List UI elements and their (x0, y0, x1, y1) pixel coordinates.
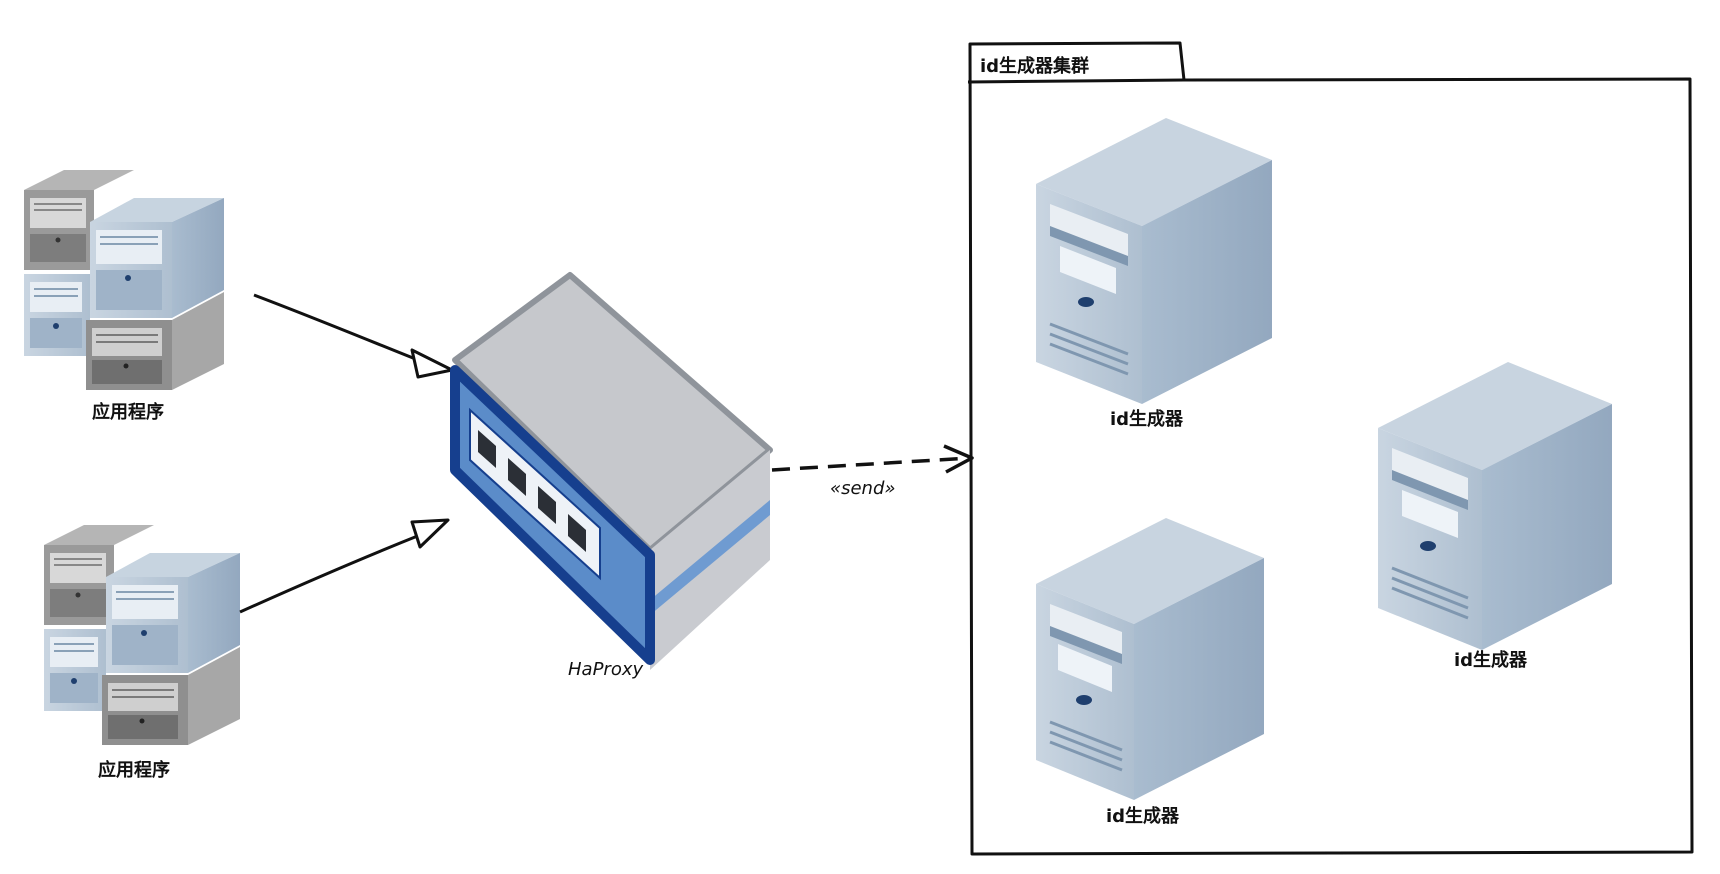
server-icon (90, 198, 224, 318)
app-label-1: 应用程序 (92, 401, 164, 423)
ethernet-port-icon (568, 514, 586, 552)
server-icon (44, 525, 154, 625)
app-server-stack-2[interactable] (44, 525, 240, 745)
haproxy-label: HaProxy (568, 659, 643, 680)
send-edge[interactable]: «send» (771, 444, 974, 499)
server-icon (102, 647, 240, 745)
send-stereotype: «send» (830, 478, 896, 499)
id-generator-server-1[interactable] (1036, 118, 1272, 404)
server-tower-icon (1036, 118, 1272, 404)
cluster-title: id生成器集群 (980, 55, 1089, 77)
cluster-frame[interactable]: id生成器集群 (967, 41, 1694, 856)
haproxy-switch[interactable] (450, 272, 773, 670)
ethernet-port-icon (478, 430, 496, 468)
server-icon (24, 170, 134, 270)
app-label-2: 应用程序 (98, 759, 170, 781)
server-tower-icon (1378, 362, 1612, 650)
ethernet-port-icon (508, 458, 526, 496)
ethernet-port-icon (538, 486, 556, 524)
server-icon (44, 629, 106, 711)
server-icon (86, 292, 224, 390)
id-generator-server-2[interactable] (1036, 518, 1264, 800)
id-generator-label-1: id生成器 (1110, 408, 1184, 430)
id-generator-label-2: id生成器 (1106, 805, 1180, 827)
arrow-app2-to-proxy[interactable] (239, 518, 450, 614)
id-generator-server-3[interactable] (1378, 362, 1612, 650)
server-icon (24, 274, 90, 356)
server-tower-icon (1036, 518, 1264, 800)
arrow-app1-to-proxy[interactable] (253, 293, 454, 379)
app-server-stack-1[interactable] (24, 170, 224, 390)
id-generator-label-3: id生成器 (1454, 649, 1528, 671)
server-icon (106, 553, 240, 673)
